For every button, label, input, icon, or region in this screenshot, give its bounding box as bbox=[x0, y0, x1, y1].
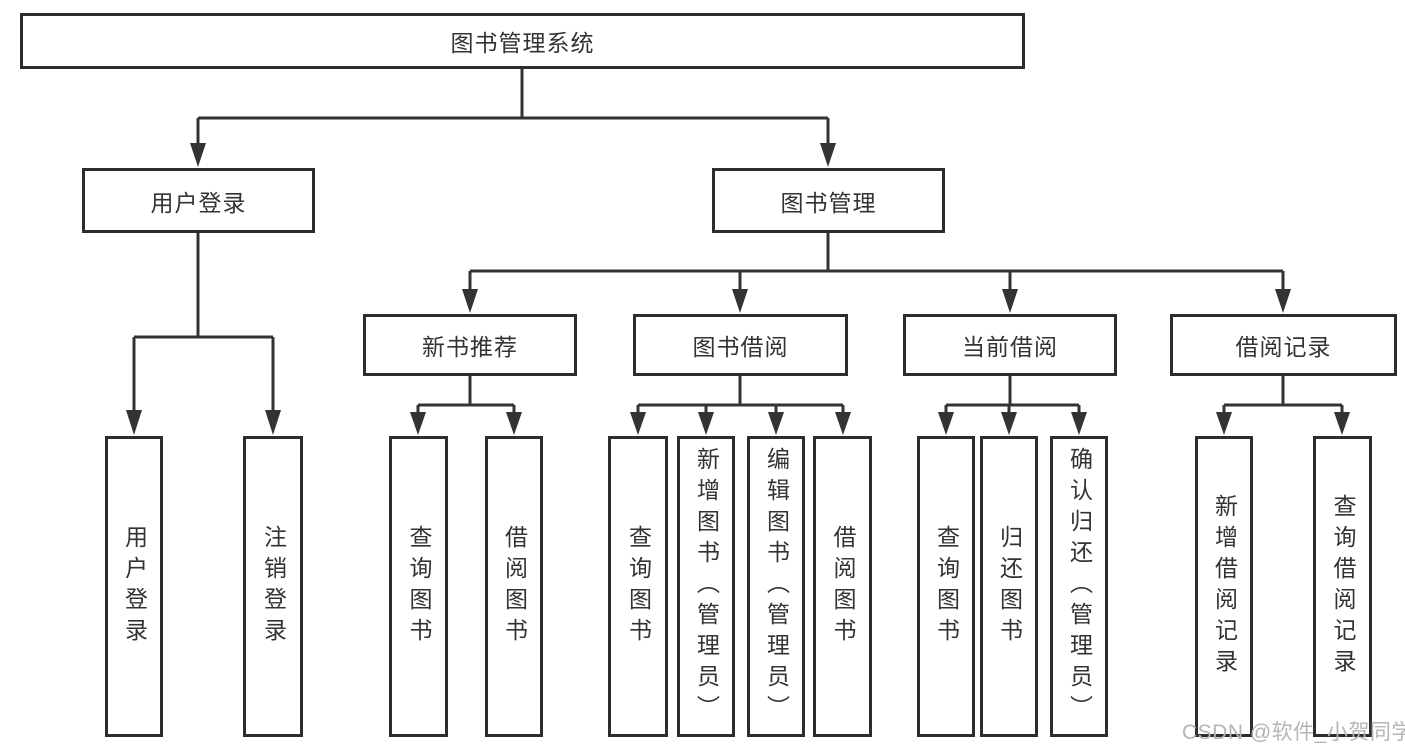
node-user-login: 用户登录 bbox=[82, 168, 315, 233]
csdn-watermark: CSDN @软件_小贺同学 bbox=[1182, 721, 1405, 744]
leaf-return-book: 归还图书 bbox=[980, 436, 1038, 737]
leaf-query-book-1: 查询图书 bbox=[389, 436, 448, 737]
leaf-borrow-book-2: 借阅图书 bbox=[813, 436, 872, 737]
leaf-edit-book-admin: 编辑图书（管理员） bbox=[747, 436, 805, 737]
node-current-borrow: 当前借阅 bbox=[903, 314, 1117, 376]
leaf-add-borrow-record: 新增借阅记录 bbox=[1195, 436, 1253, 737]
node-root: 图书管理系统 bbox=[20, 13, 1025, 69]
leaf-logout: 注销登录 bbox=[243, 436, 303, 737]
leaf-query-borrow-record: 查询借阅记录 bbox=[1313, 436, 1372, 737]
leaf-user-login: 用户登录 bbox=[105, 436, 163, 737]
node-book-borrow: 图书借阅 bbox=[633, 314, 848, 376]
leaf-add-book-admin: 新增图书（管理员） bbox=[677, 436, 735, 737]
leaf-borrow-book-1: 借阅图书 bbox=[485, 436, 543, 737]
node-borrow-record: 借阅记录 bbox=[1170, 314, 1397, 376]
leaf-confirm-return-admin: 确认归还（管理员） bbox=[1050, 436, 1108, 737]
node-book-management: 图书管理 bbox=[712, 168, 945, 233]
leaf-query-book-2: 查询图书 bbox=[608, 436, 668, 737]
leaf-query-book-3: 查询图书 bbox=[917, 436, 975, 737]
node-new-book-recommend: 新书推荐 bbox=[363, 314, 577, 376]
